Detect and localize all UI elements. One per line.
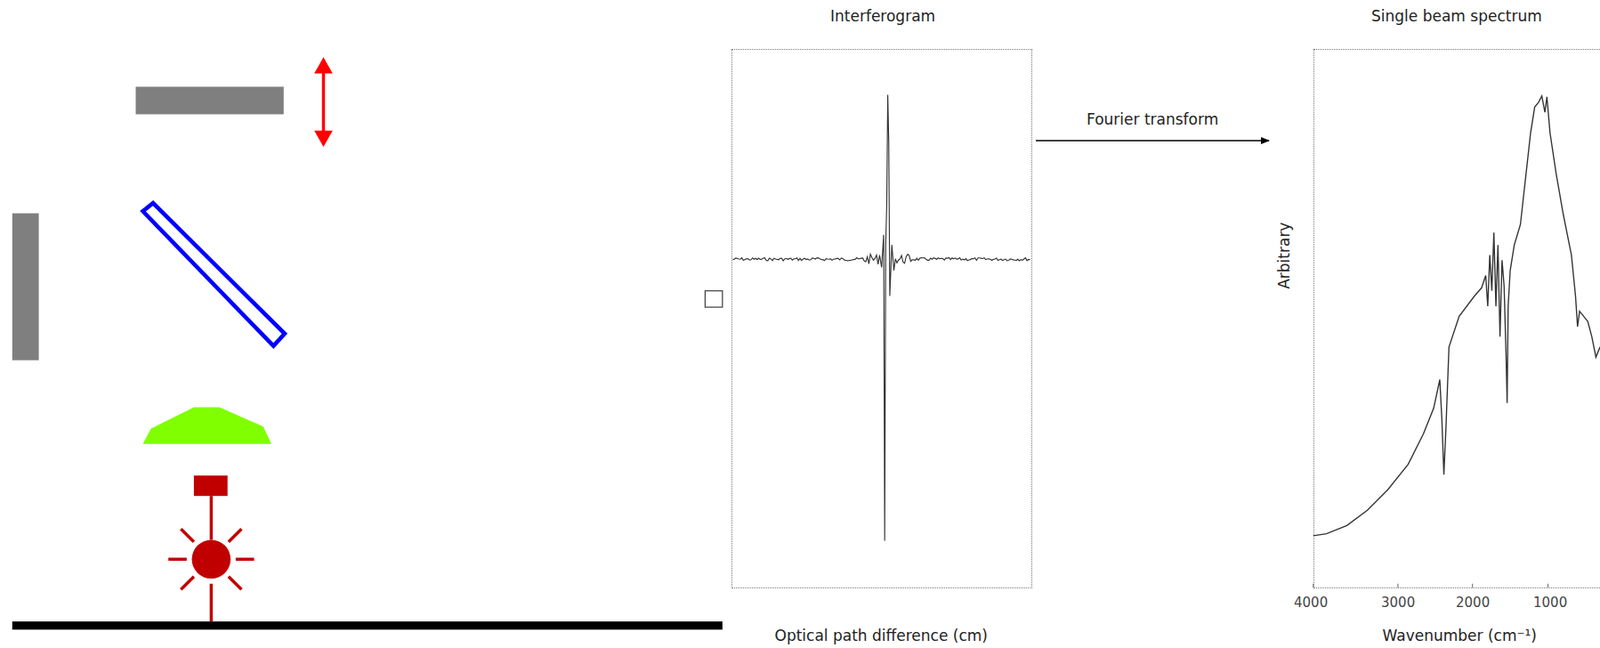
source-ray: [168, 557, 187, 561]
plot-frame: [731, 48, 1033, 589]
source-ray: [180, 576, 194, 590]
tick-label: 4000: [1293, 594, 1328, 611]
small-box: [704, 290, 722, 308]
source-ray: [180, 528, 194, 542]
source-ray: [228, 528, 243, 542]
source-ray: [210, 583, 213, 622]
source-ray: [235, 557, 255, 561]
beam-splitter: [143, 202, 285, 347]
edge-label: Fourier transform: [1083, 110, 1221, 129]
source-ray: [228, 576, 243, 590]
plot-frame: [1313, 48, 1600, 589]
fixed-mirror: [12, 213, 40, 361]
axis-label: Optical path difference (cm): [775, 626, 988, 645]
spectrum-trace: [1313, 96, 1600, 536]
tick-label: 2000: [1455, 594, 1490, 611]
plot-panel: InterferogramOptical path difference (cm…: [731, 0, 1033, 648]
moving-mirror: [136, 86, 284, 114]
base-bar: [12, 621, 723, 630]
plot-panel: Single beam spectrumArbitraryWavenumber …: [1270, 0, 1600, 648]
tick-label: 1000: [1533, 594, 1568, 611]
axis-ticks: [1313, 583, 1549, 589]
transform-arrow: [1035, 139, 1269, 142]
plot-title: Single beam spectrum: [1371, 7, 1543, 25]
plot-title: Interferogram: [830, 7, 936, 25]
axis-label: Wavenumber (cm⁻¹): [1382, 626, 1537, 645]
motion-arrow: [314, 56, 333, 147]
interferogram-trace: [732, 95, 1030, 542]
tick-label: 3000: [1381, 594, 1415, 611]
lens: [143, 406, 272, 444]
detector: [193, 475, 228, 496]
axis-label: Arbitrary: [1275, 222, 1293, 290]
ir-source: [168, 495, 254, 622]
